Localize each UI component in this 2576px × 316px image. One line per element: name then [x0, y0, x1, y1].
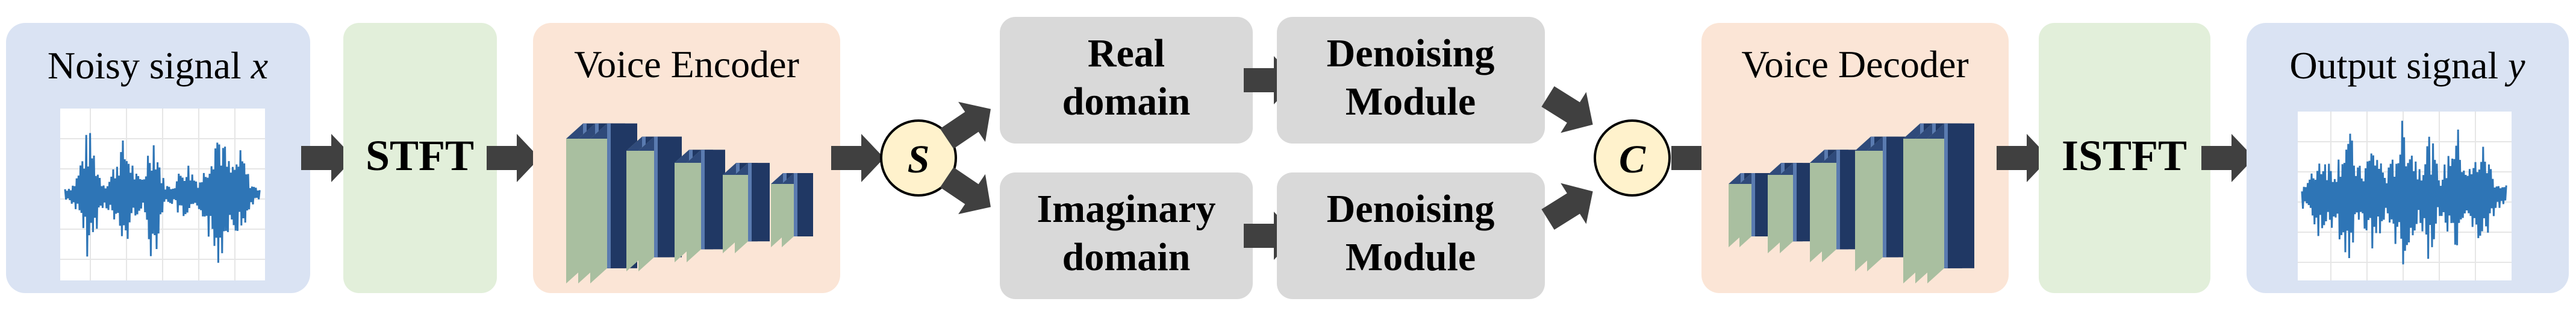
decoder-layer-4: [1780, 163, 1815, 253]
encoder-layer-7: [687, 150, 725, 262]
stft-panel: [343, 23, 497, 293]
decoder-layer-6: [1822, 150, 1860, 262]
encoder-layer-9: [735, 163, 770, 253]
split-node: S: [880, 119, 957, 197]
imag-module-line2: Module: [1346, 235, 1476, 279]
imag-domain-panel: Imaginary domain: [1000, 172, 1253, 299]
output-waveform-plot: [2298, 112, 2512, 280]
concat-node: C: [1594, 119, 1671, 197]
decoder-panel: Voice Decoder: [1701, 23, 2009, 293]
decoder-layer-11: [1927, 123, 1974, 284]
encoder-layer-11: [782, 173, 813, 247]
split-node-label: S: [908, 137, 930, 182]
input-waveform-plot: [60, 109, 265, 280]
input-waveform: [64, 133, 261, 263]
arrow-imag-to-concat: [1535, 171, 1606, 240]
input-title: Noisy signal x: [48, 44, 268, 87]
concat-node-label: C: [1619, 137, 1646, 182]
istft-label: ISTFT: [2062, 131, 2187, 180]
stft-label: STFT: [366, 131, 474, 180]
real-domain-line2: domain: [1062, 80, 1191, 124]
encoder-panel: Voice Encoder: [533, 23, 840, 293]
arrow-real-to-concat: [1535, 76, 1606, 145]
decoder-layer-stack: [1729, 123, 1974, 284]
istft-panel: [2039, 23, 2210, 293]
imag-module-line1: Denoising: [1327, 187, 1495, 231]
encoder-layer-stack: [566, 123, 813, 284]
decoder-layer-2: [1739, 173, 1771, 247]
real-module-line2: Module: [1346, 80, 1476, 124]
real-domain-panel: Real domain: [1000, 17, 1253, 144]
output-title: Output signal y: [2289, 44, 2525, 87]
imag-domain-line2: domain: [1062, 235, 1191, 279]
imag-domain-line1: Imaginary: [1037, 187, 1216, 231]
output-waveform: [2301, 121, 2507, 265]
decoder-title: Voice Decoder: [1741, 43, 1968, 86]
real-domain-line1: Real: [1088, 31, 1165, 75]
imag-denoising-module-panel: Denoising Module: [1277, 172, 1545, 299]
encoder-title: Voice Encoder: [574, 43, 799, 86]
real-denoising-module-panel: Denoising Module: [1277, 17, 1545, 144]
output-panel: Output signal y: [2247, 23, 2569, 293]
real-module-line1: Denoising: [1327, 31, 1495, 75]
input-panel: Noisy signal x: [6, 23, 310, 293]
